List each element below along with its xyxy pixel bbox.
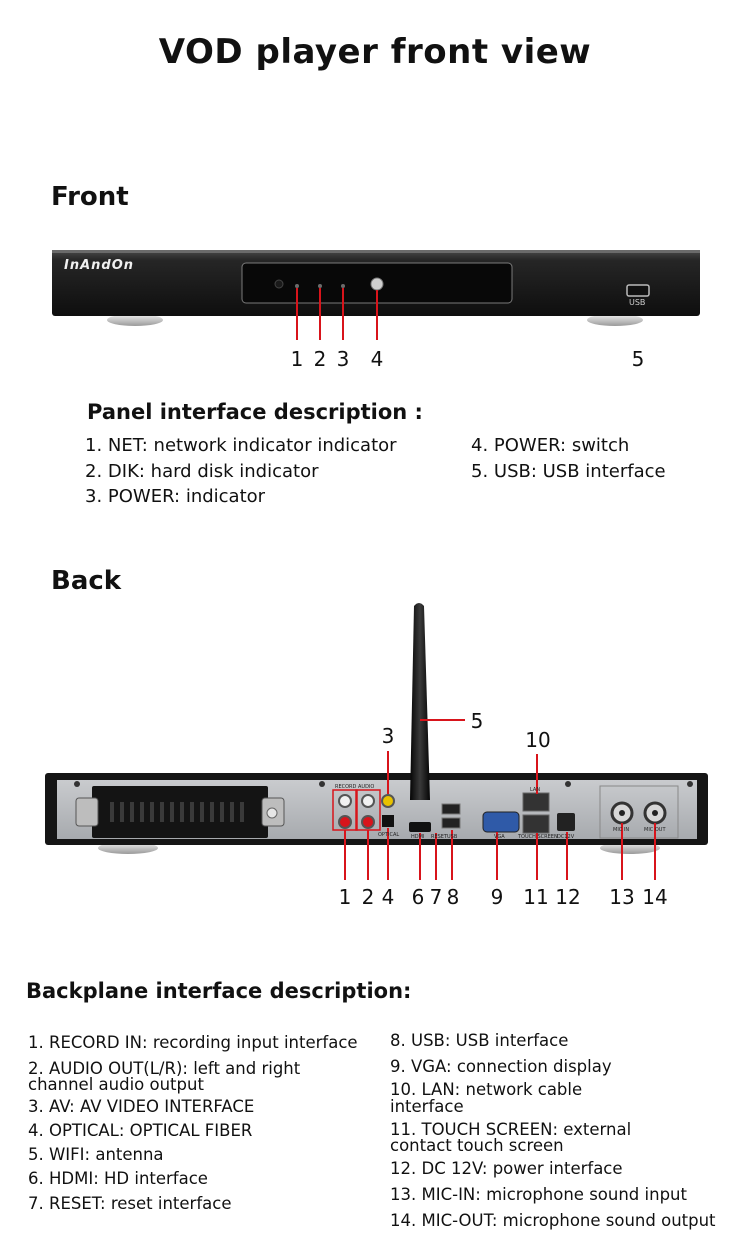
- front-device: [52, 250, 700, 326]
- port-label-usb: USB: [447, 834, 458, 840]
- back-callout-lines: [344, 719, 656, 880]
- panel-item: 1. NET: network indicator indicator: [85, 435, 397, 456]
- back-callout-13: 13: [609, 885, 635, 909]
- backplane-item: channel audio output: [28, 1075, 204, 1094]
- port-label-mic-in: MIC IN: [613, 827, 630, 833]
- backplane-item: 8. USB: USB interface: [390, 1031, 569, 1050]
- backplane-item: 7. RESET: reset interface: [28, 1194, 232, 1213]
- back-callout-12: 12: [555, 885, 581, 909]
- back-callout-1: 1: [338, 885, 352, 909]
- port-label-vga: VGA: [494, 834, 505, 840]
- back-callout-6: 6: [411, 885, 425, 909]
- front-callout-2: 2: [313, 347, 327, 371]
- back-callout-14: 14: [642, 885, 668, 909]
- backplane-item: 1. RECORD IN: recording input interface: [28, 1033, 358, 1052]
- backplane-item: 6. HDMI: HD interface: [28, 1169, 208, 1188]
- backplane-item: 11. TOUCH SCREEN: external: [390, 1120, 632, 1139]
- port-label-audio: AUDIO: [358, 784, 375, 790]
- back-callout-5: 5: [470, 709, 484, 733]
- port-label-dc12v: DC12V: [557, 834, 575, 840]
- backplane-item: contact touch screen: [390, 1136, 564, 1155]
- front-callout-lines: [296, 288, 378, 340]
- back-callout-3: 3: [381, 724, 395, 748]
- panel-item: 2. DIK: hard disk indicator: [85, 461, 319, 482]
- usb-port-label: USB: [629, 298, 646, 307]
- port-label-record: RECORD: [335, 784, 357, 790]
- front-callout-1: 1: [290, 347, 304, 371]
- backplane-item: 3. AV: AV VIDEO INTERFACE: [28, 1097, 255, 1116]
- front-callout-3: 3: [336, 347, 350, 371]
- port-label-hdmi: HDMI: [411, 834, 425, 840]
- backplane-item: 9. VGA: connection display: [390, 1057, 612, 1076]
- port-label-touch-screen: TOUCH SCREEN: [518, 834, 558, 840]
- back-device: [45, 603, 708, 854]
- back-callout-10: 10: [525, 728, 551, 752]
- port-label-reset: RESET: [431, 834, 448, 840]
- backplane-item: interface: [390, 1097, 464, 1116]
- brand-logo: InAndOn: [64, 258, 135, 273]
- port-label-lan: LAN: [530, 787, 541, 793]
- port-label-optical: OPTICAL: [378, 832, 400, 838]
- panel-item: 5. USB: USB interface: [471, 461, 666, 482]
- backplane-item: 5. WIFI: antenna: [28, 1145, 164, 1164]
- panel-heading: Panel interface description :: [87, 400, 423, 424]
- back-callout-7: 7: [429, 885, 443, 909]
- backplane-item: 2. AUDIO OUT(L/R): left and right: [28, 1059, 301, 1078]
- port-label-mic-out: MIC OUT: [644, 827, 666, 833]
- backplane-item: 10. LAN: network cable: [390, 1080, 583, 1099]
- panel-item: 4. POWER: switch: [471, 435, 630, 456]
- back-callout-4: 4: [381, 885, 395, 909]
- back-callout-9: 9: [490, 885, 504, 909]
- back-heading: Back: [51, 566, 122, 596]
- front-callout-5: 5: [631, 347, 645, 371]
- back-callout-8: 8: [446, 885, 460, 909]
- backplane-item: 12. DC 12V: power interface: [390, 1159, 623, 1178]
- backplane-item: 13. MIC-IN: microphone sound input: [390, 1185, 687, 1204]
- page-title: VOD player front view: [158, 32, 592, 72]
- front-heading: Front: [51, 182, 129, 212]
- front-callout-4: 4: [370, 347, 384, 371]
- backplane-item: 14. MIC-OUT: microphone sound output: [390, 1211, 716, 1230]
- backplane-item: 4. OPTICAL: OPTICAL FIBER: [28, 1121, 253, 1140]
- back-callout-2: 2: [361, 885, 375, 909]
- backplane-heading: Backplane interface description:: [26, 979, 412, 1003]
- back-callout-11: 11: [523, 885, 549, 909]
- panel-item: 3. POWER: indicator: [85, 486, 266, 507]
